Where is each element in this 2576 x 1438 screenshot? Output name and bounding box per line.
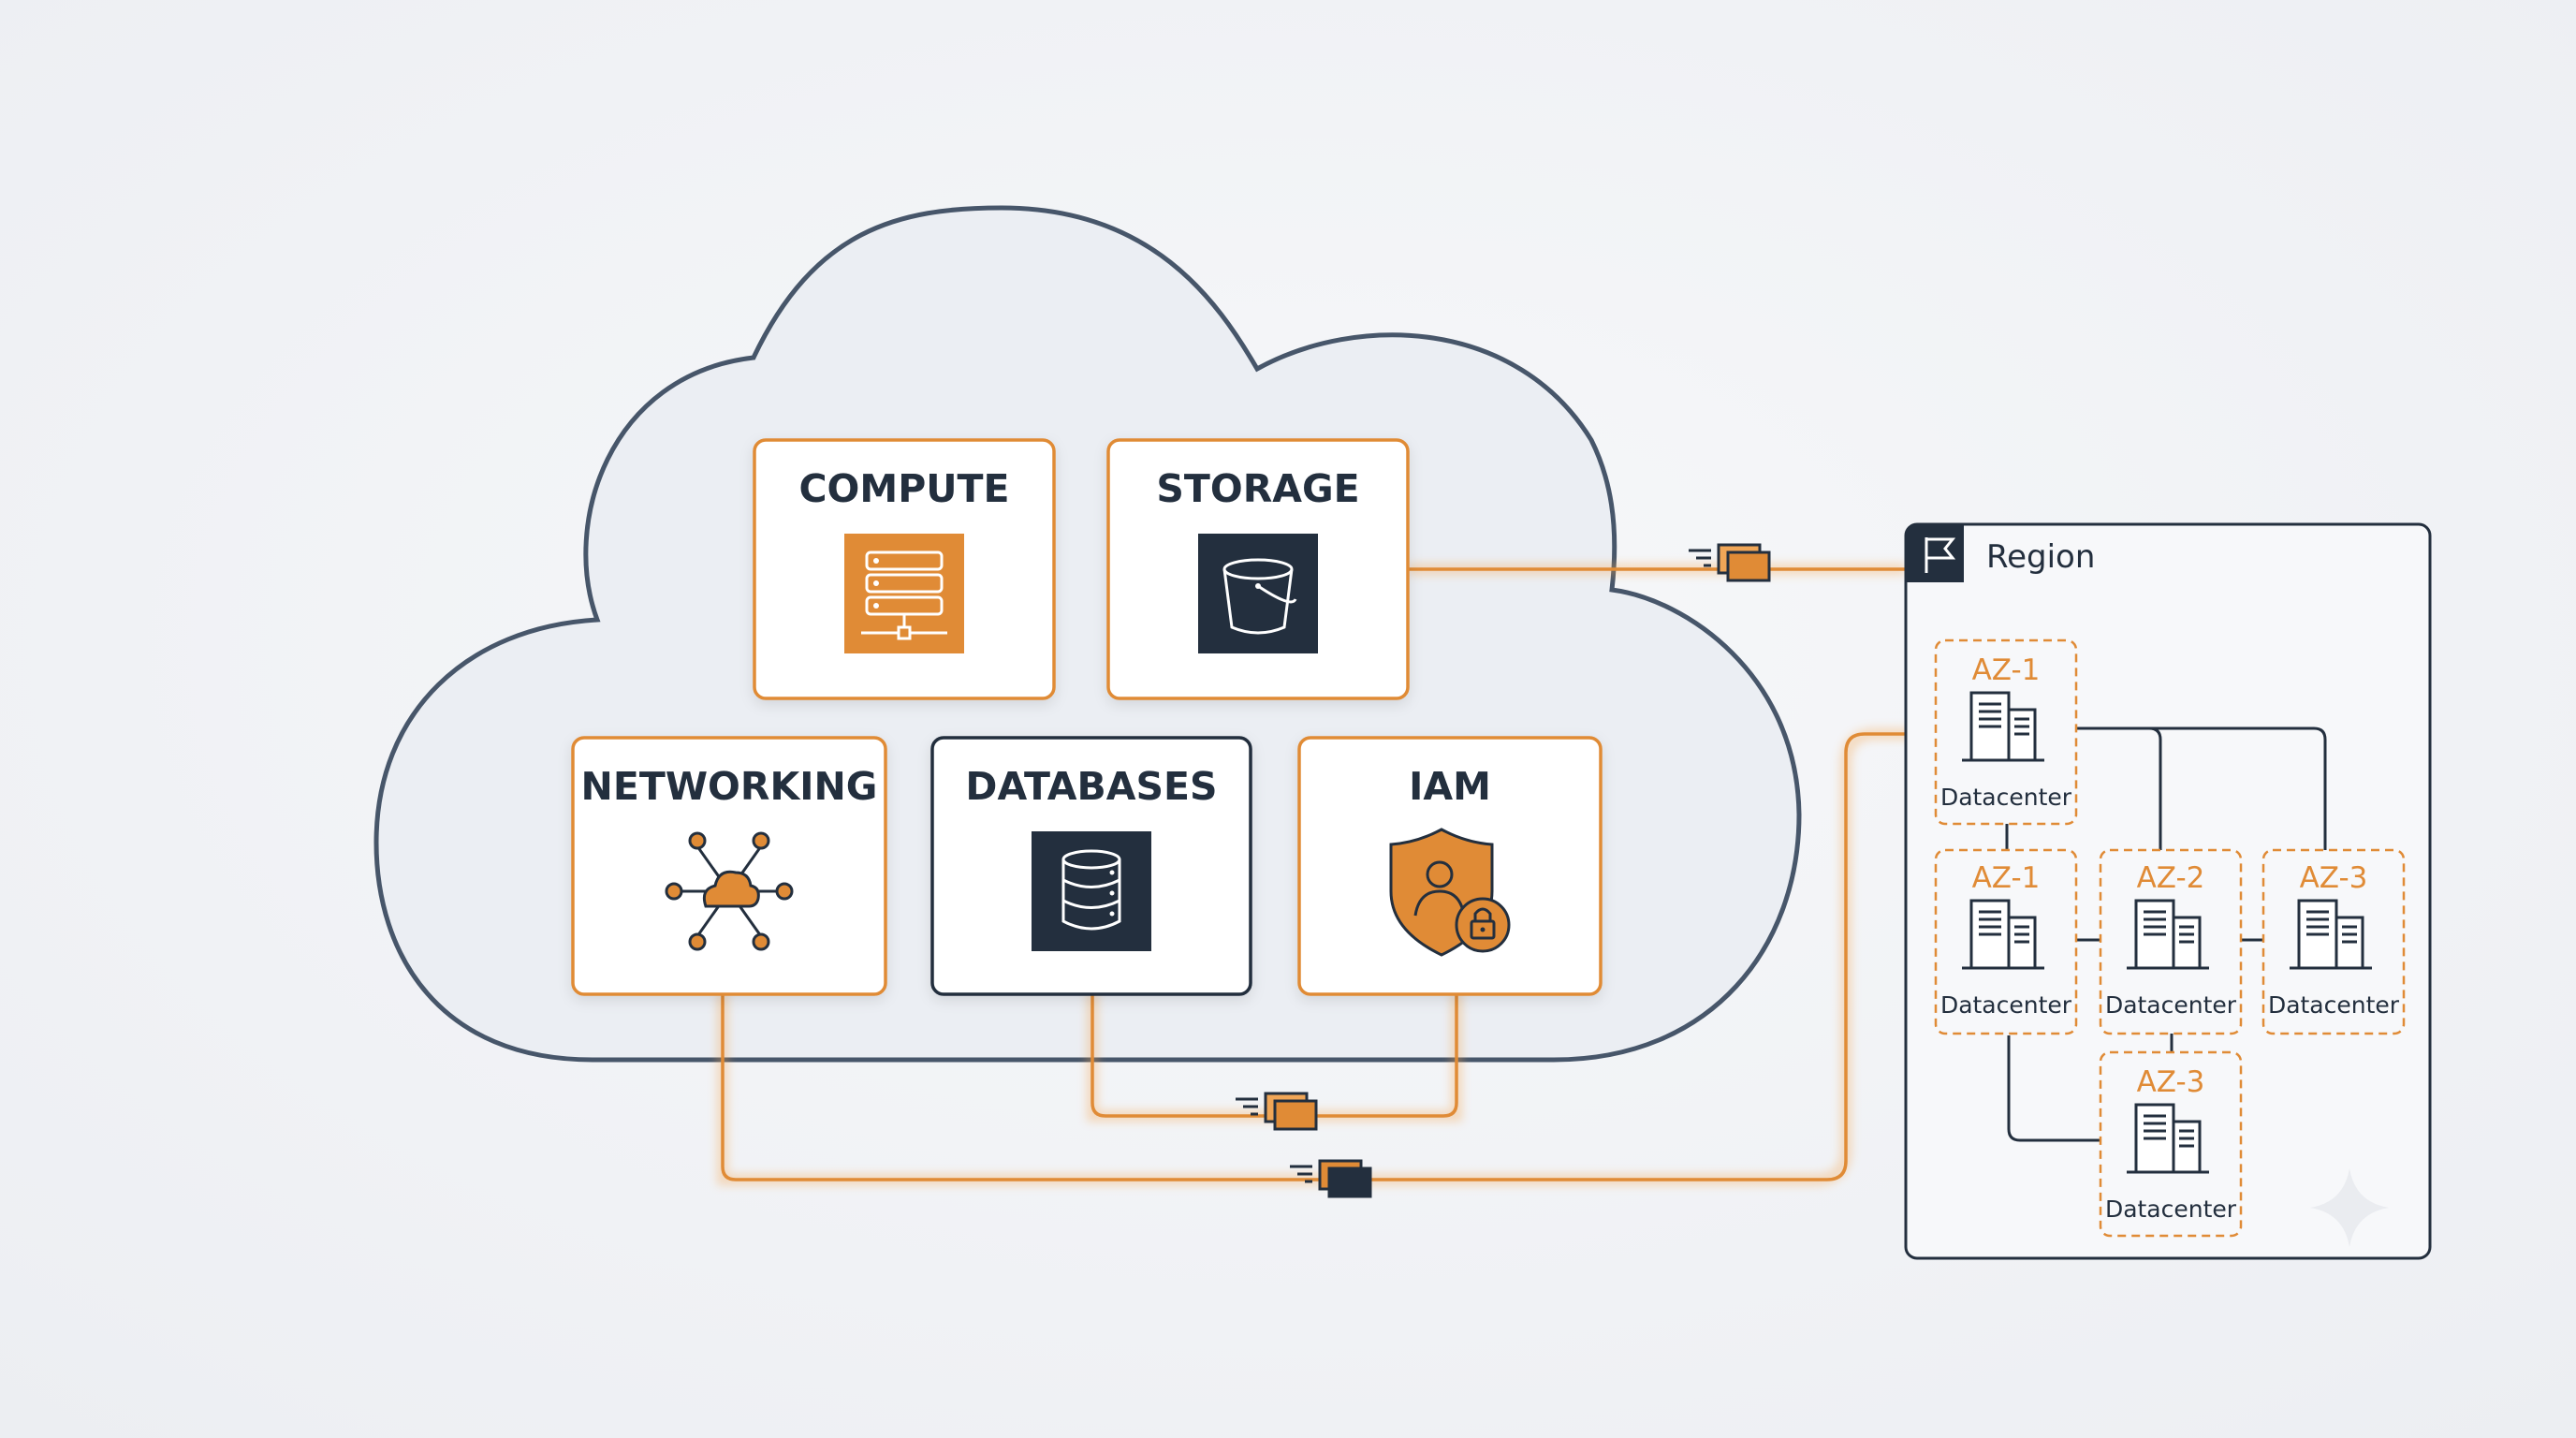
datacenter-label: Datacenter — [1940, 784, 2072, 811]
datacenter-label: Datacenter — [1940, 991, 2072, 1019]
service-card-storage[interactable]: STORAGE — [1106, 438, 1410, 700]
service-title: COMPUTE — [798, 466, 1009, 511]
datacenter-label: Datacenter — [2105, 1196, 2237, 1223]
bucket-icon — [1198, 534, 1318, 653]
network-cloud-icon — [665, 831, 794, 951]
shield-user-lock-icon — [1389, 828, 1511, 957]
region-label: Region — [1986, 538, 2095, 576]
az-label: AZ-3 — [2300, 861, 2368, 895]
zone-card[interactable]: AZ-3 Datacenter — [2099, 1050, 2243, 1238]
data-packet-icon — [1236, 1092, 1318, 1131]
zone-card[interactable]: AZ-3 Datacenter — [2261, 848, 2406, 1035]
service-card-iam[interactable]: IAM — [1297, 736, 1603, 996]
server-stack-icon — [844, 534, 964, 653]
networking-to-region-connector — [721, 732, 1938, 1181]
service-title: DATABASES — [965, 764, 1217, 809]
service-title: IAM — [1409, 764, 1491, 809]
az-label: AZ-1 — [1972, 653, 2041, 687]
flag-icon — [1906, 524, 1964, 582]
zone-card[interactable]: AZ-2 Datacenter — [2099, 848, 2243, 1035]
zone-card[interactable]: AZ-1 Datacenter — [1934, 848, 2078, 1035]
database-icon — [1032, 831, 1151, 951]
datacenter-label: Datacenter — [2105, 991, 2237, 1019]
service-title: NETWORKING — [581, 764, 878, 809]
service-title: STORAGE — [1156, 466, 1359, 511]
data-packet-icon — [1689, 543, 1771, 582]
az-label: AZ-1 — [1972, 861, 2041, 895]
az-label: AZ-2 — [2137, 861, 2205, 895]
service-card-compute[interactable]: COMPUTE — [753, 438, 1056, 700]
sparkle-watermark — [2310, 1168, 2389, 1247]
service-card-networking[interactable]: NETWORKING — [571, 736, 887, 996]
data-packet-icon — [1290, 1159, 1372, 1198]
datacenter-label: Datacenter — [2268, 991, 2400, 1019]
zone-card[interactable]: AZ-1 Datacenter — [1934, 638, 2078, 826]
service-card-databases[interactable]: DATABASES — [930, 736, 1252, 996]
az-label: AZ-3 — [2137, 1065, 2205, 1099]
region-panel: Region AZ-1 Datacenter AZ-1 Datacenter — [1904, 522, 2432, 1260]
